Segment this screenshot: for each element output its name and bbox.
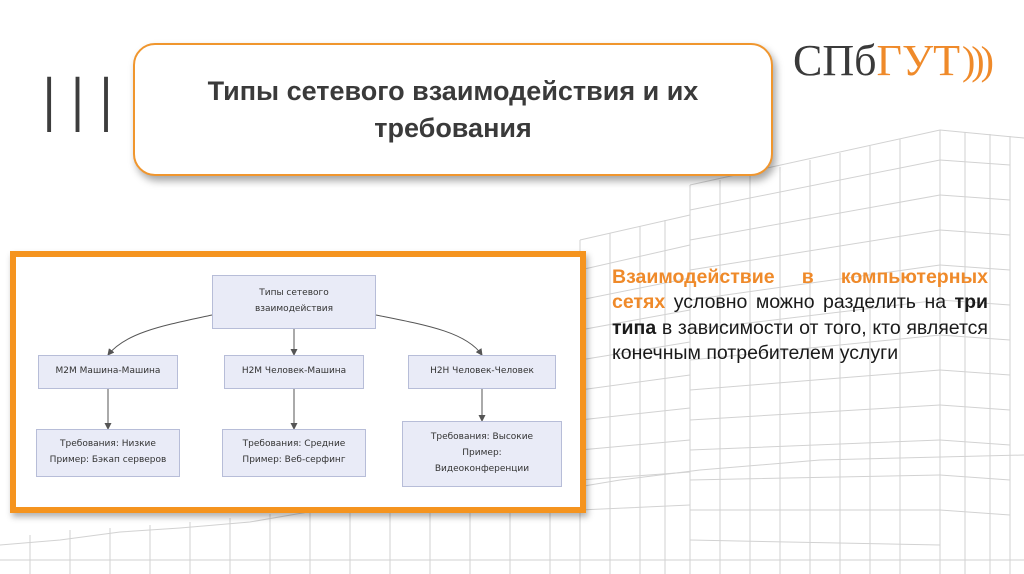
requirements-node-m2m: Требования: Низкие Пример: Бэкап серверо…: [36, 429, 180, 477]
requirement-h2m: Требования: Средние: [242, 439, 346, 450]
type-label-h2h: H2H Человек-Человек: [430, 366, 534, 377]
description-accent: Взаимодействие в компьютерных сетях: [612, 266, 988, 314]
description-part1: условно можно разделить на: [665, 291, 955, 314]
description-part2: в зависимости от того, кто является коне…: [612, 316, 988, 365]
requirements-node-h2m: Требования: Средние Пример: Веб-серфинг: [222, 429, 366, 477]
diagram-root-node: Типы сетевого взаимодействия: [212, 275, 376, 329]
logo-waves: ))): [961, 38, 994, 83]
type-label-m2m: M2M Машина-Машина: [55, 366, 161, 377]
requirements-node-h2h: Требования: Высокие Пример: Видеоконфере…: [402, 421, 562, 487]
description-text: Взаимодействие в компьютерных сетях усло…: [612, 265, 988, 366]
root-node-line1: Типы сетевого: [259, 288, 329, 299]
type-label-h2m: H2M Человек-Машина: [241, 366, 347, 377]
description-bold: три типа: [612, 291, 988, 339]
section-number: III: [38, 61, 124, 150]
logo-text-gut: ГУТ: [876, 36, 960, 85]
example-h2h-line1: Пример:: [462, 448, 502, 459]
diagram-frame: Типы сетевого взаимодействия M2M Машина-…: [10, 251, 586, 513]
example-m2m: Пример: Бэкап серверов: [49, 455, 167, 465]
type-node-h2h: H2H Человек-Человек: [408, 355, 556, 389]
spbgut-logo: СПб ГУТ ))): [793, 36, 994, 86]
arrow-root-to-h2h: [375, 314, 483, 356]
title-box: Типы сетевого взаимодействия и их требов…: [133, 43, 773, 176]
arrow-root-to-m2m: [107, 314, 213, 356]
slide-title: Типы сетевого взаимодействия и их требов…: [207, 76, 699, 143]
diagram-connectors: [104, 314, 486, 430]
root-node-line2: взаимодействия: [254, 304, 334, 314]
example-h2h-line2: Видеоконференции: [434, 463, 530, 474]
logo-text-spb: СПб: [793, 36, 877, 85]
requirement-m2m: Требования: Низкие: [60, 439, 156, 450]
type-node-h2m: H2M Человек-Машина: [224, 355, 364, 389]
type-node-m2m: M2M Машина-Машина: [38, 355, 178, 389]
requirement-h2h: Требования: Высокие: [430, 432, 534, 443]
example-h2m: Пример: Веб-серфинг: [242, 455, 346, 465]
